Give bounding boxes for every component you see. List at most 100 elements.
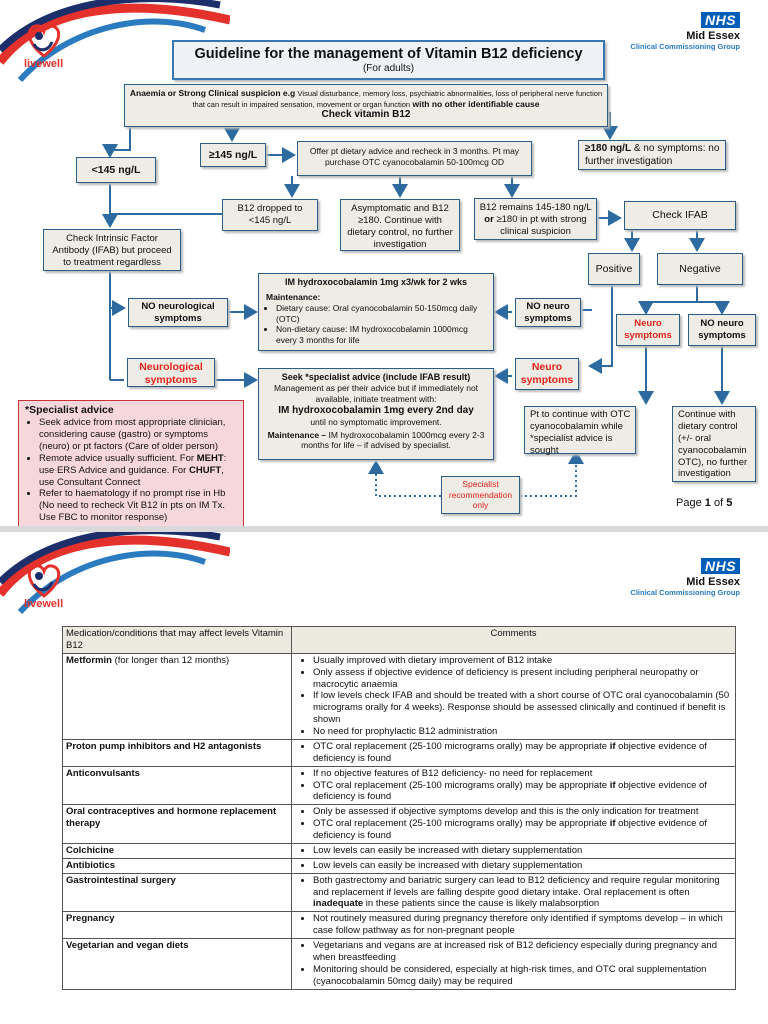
comment-item: Both gastrectomy and bariatric surgery c… <box>313 875 732 911</box>
anaemia-tail: with no other identifiable cause <box>412 98 540 109</box>
no-neurological-symptoms-box: NO neurological symptoms <box>128 298 228 327</box>
table-row: Vegetarian and vegan diets Vegetarians an… <box>62 938 736 990</box>
medication-name: Gastrointestinal surgery <box>66 874 176 886</box>
page-subtitle: (For adults) <box>362 63 415 75</box>
comments-cell: Only be assessed if objective symptoms d… <box>291 804 736 844</box>
medication-name: Proton pump inhibitors and H2 antagonist… <box>66 740 262 752</box>
remains-b: ≥180 in pt with strong clinical suspicio… <box>496 213 587 237</box>
comment-item: OTC oral replacement (25-100 micrograms … <box>313 780 732 804</box>
continue-dietary-box: Continue with dietary control (+/- oral … <box>672 406 756 482</box>
comment-item: Monitoring should be considered, especia… <box>313 964 732 988</box>
comments-cell: Both gastrectomy and bariatric surgery c… <box>291 872 736 913</box>
livewell-wordmark: livewell <box>24 58 64 70</box>
comment-item: Only be assessed if objective symptoms d… <box>313 806 732 818</box>
dropped-box: B12 dropped to <145 ng/L <box>222 199 318 231</box>
medication-name-cell: Gastrointestinal surgery <box>62 872 292 913</box>
anaemia-lead: Anaemia or Strong Clinical suspicion e.g <box>129 88 296 98</box>
comment-item: OTC oral replacement (25-100 micrograms … <box>313 741 732 765</box>
anaemia-box: Anaemia or Strong Clinical suspicion e.g… <box>124 84 608 127</box>
advice-item-1: Seek advice from most appropriate clinic… <box>39 417 237 453</box>
table-row: Pregnancy Not routinely measured during p… <box>62 911 736 939</box>
specialist-recommendation-box: Specialist recommendation only <box>441 476 520 514</box>
neuro-symptoms-mid-box: Neuro symptoms <box>515 358 579 390</box>
table-row: Antibiotics Low levels can easily be incr… <box>62 857 736 874</box>
page-1: livewell NHS Mid Essex Clinical Commissi… <box>0 0 768 532</box>
seek-bold: IM hydroxocobalamin 1mg every 2nd day <box>278 404 474 416</box>
seek-maintenance-label: Maintenance – <box>267 429 327 440</box>
neuro-symptoms-right-box: Neuro symptoms <box>616 314 680 346</box>
comments-cell: If no objective features of B12 deficien… <box>291 765 736 806</box>
page-number: Page 1 of 5 <box>676 497 733 509</box>
table-row: Proton pump inhibitors and H2 antagonist… <box>62 738 736 767</box>
comment-item: If no objective features of B12 deficien… <box>313 768 732 780</box>
specialist-advice-heading: *Specialist advice <box>25 404 114 416</box>
comments-cell: OTC oral replacement (25-100 micrograms … <box>291 738 736 767</box>
maintenance-label: Maintenance: <box>266 292 321 303</box>
maintenance-item-dietary: Dietary cause: Oral cyanocobalamin 50-15… <box>276 303 486 324</box>
medication-name: Vegetarian and vegan diets <box>66 940 189 951</box>
comments-cell: Vegetarians and vegans are at increased … <box>291 938 736 990</box>
title-box: Guideline for the management of Vitamin … <box>172 40 605 80</box>
medication-name-cell: Pregnancy <box>62 911 292 939</box>
ge180-rest: & no symptoms: no further investigation <box>585 143 720 167</box>
remains-or: or <box>484 213 494 225</box>
seek-maintenance-rest: IM hydroxocobalamin 1000mcg every 2-3 mo… <box>301 429 485 451</box>
header-arcs-decoration <box>0 0 230 83</box>
comments-cell: Usually improved with dietary improvemen… <box>291 652 736 740</box>
positive-box: Positive <box>588 253 640 285</box>
advice-item-2: Remote advice usually sufficient. For ME… <box>39 453 237 489</box>
comment-item: OTC oral replacement (25-100 micrograms … <box>313 818 732 842</box>
advice-item-3: Refer to haematology if no prompt rise i… <box>39 488 237 524</box>
seek-until: until no symptomatic improvement. <box>310 417 442 427</box>
medication-name-cell: Proton pump inhibitors and H2 antagonist… <box>62 738 292 767</box>
intrinsic-factor-box: Check Intrinsic Factor Antibody (IFAB) b… <box>43 229 181 271</box>
ge180-box: ≥180 ng/L & no symptoms: no further inve… <box>578 140 726 170</box>
medication-name-cell: Antibiotics <box>62 857 292 874</box>
im-treatment-box: IM hydroxocobalamin 1mg x3/wk for 2 wks … <box>258 273 494 351</box>
asymptomatic-box: Asymptomatic and B12 ≥180. Continue with… <box>340 199 460 251</box>
org-subtitle: Clinical Commissioning Group <box>630 588 740 597</box>
table-row: Colchicine Low levels can easily be incre… <box>62 842 736 859</box>
seek-title: Seek *specialist advice (include IFAB re… <box>281 372 471 382</box>
medication-name: Oral contraceptives and hormone replacem… <box>66 806 277 830</box>
livewell-wordmark: livewell <box>24 598 64 610</box>
page-title: Guideline for the management of Vitamin … <box>194 46 583 62</box>
comment-item: Only assess if objective evidence of def… <box>313 667 732 691</box>
pt-continue-box: Pt to continue with OTC cyanocobalamin w… <box>524 406 636 456</box>
comments-cell: Low levels can easily be increased with … <box>291 842 736 859</box>
org-name: Mid Essex <box>686 576 740 588</box>
anaemia-examples: Visual disturbance, memory loss, psychia… <box>192 89 603 109</box>
remains-box: B12 remains 145-180 ng/L or ≥180 in pt w… <box>474 198 597 240</box>
comment-item: Not routinely measured during pregnancy … <box>313 913 732 937</box>
medication-note: (for longer than 12 months) <box>114 654 230 666</box>
negative-box: Negative <box>657 253 743 285</box>
ge180-bold: ≥180 ng/L <box>585 143 632 154</box>
specialist-advice-box: *Specialist advice Seek advice from most… <box>18 400 244 527</box>
seek-specialist-box: Seek *specialist advice (include IFAB re… <box>258 368 494 460</box>
comment-item: Low levels can easily be increased with … <box>313 845 732 857</box>
medications-table: Medication/conditions that may affect le… <box>62 626 736 990</box>
check-b12: Check vitamin B12 <box>321 109 411 121</box>
livewell-logo <box>24 22 64 62</box>
neurological-symptoms-box: Neurological symptoms <box>127 358 215 387</box>
comment-item: No need for prophylactic B12 administrat… <box>313 726 732 738</box>
header-medication: Medication/conditions that may affect le… <box>62 626 292 654</box>
medication-name-cell: Anticonvulsants <box>62 765 292 806</box>
medication-name-cell: Colchicine <box>62 842 292 859</box>
org-subtitle: Clinical Commissioning Group <box>630 42 740 51</box>
medication-name-cell: Vegetarian and vegan diets <box>62 938 292 990</box>
medication-name: Antibiotics <box>66 859 116 871</box>
comment-item: If low levels check IFAB and should be t… <box>313 690 732 726</box>
table-row: Gastrointestinal surgery Both gastrectomy… <box>62 872 736 913</box>
medication-name-cell: Oral contraceptives and hormone replacem… <box>62 804 292 844</box>
livewell-heart-icon <box>27 564 61 598</box>
table-header-row: Medication/conditions that may affect le… <box>62 626 736 654</box>
livewell-logo <box>24 562 64 602</box>
medication-name-cell: Metformin (for longer than 12 months) <box>62 652 292 740</box>
table-row: Oral contraceptives and hormone replacem… <box>62 804 736 844</box>
livewell-heart-icon <box>27 24 61 58</box>
medication-name: Colchicine <box>66 844 115 856</box>
comment-item: Low levels can easily be increased with … <box>313 860 732 872</box>
seek-line2: Management as per their advice but if im… <box>273 383 479 404</box>
table-row: Metformin (for longer than 12 months)Usu… <box>62 652 736 740</box>
